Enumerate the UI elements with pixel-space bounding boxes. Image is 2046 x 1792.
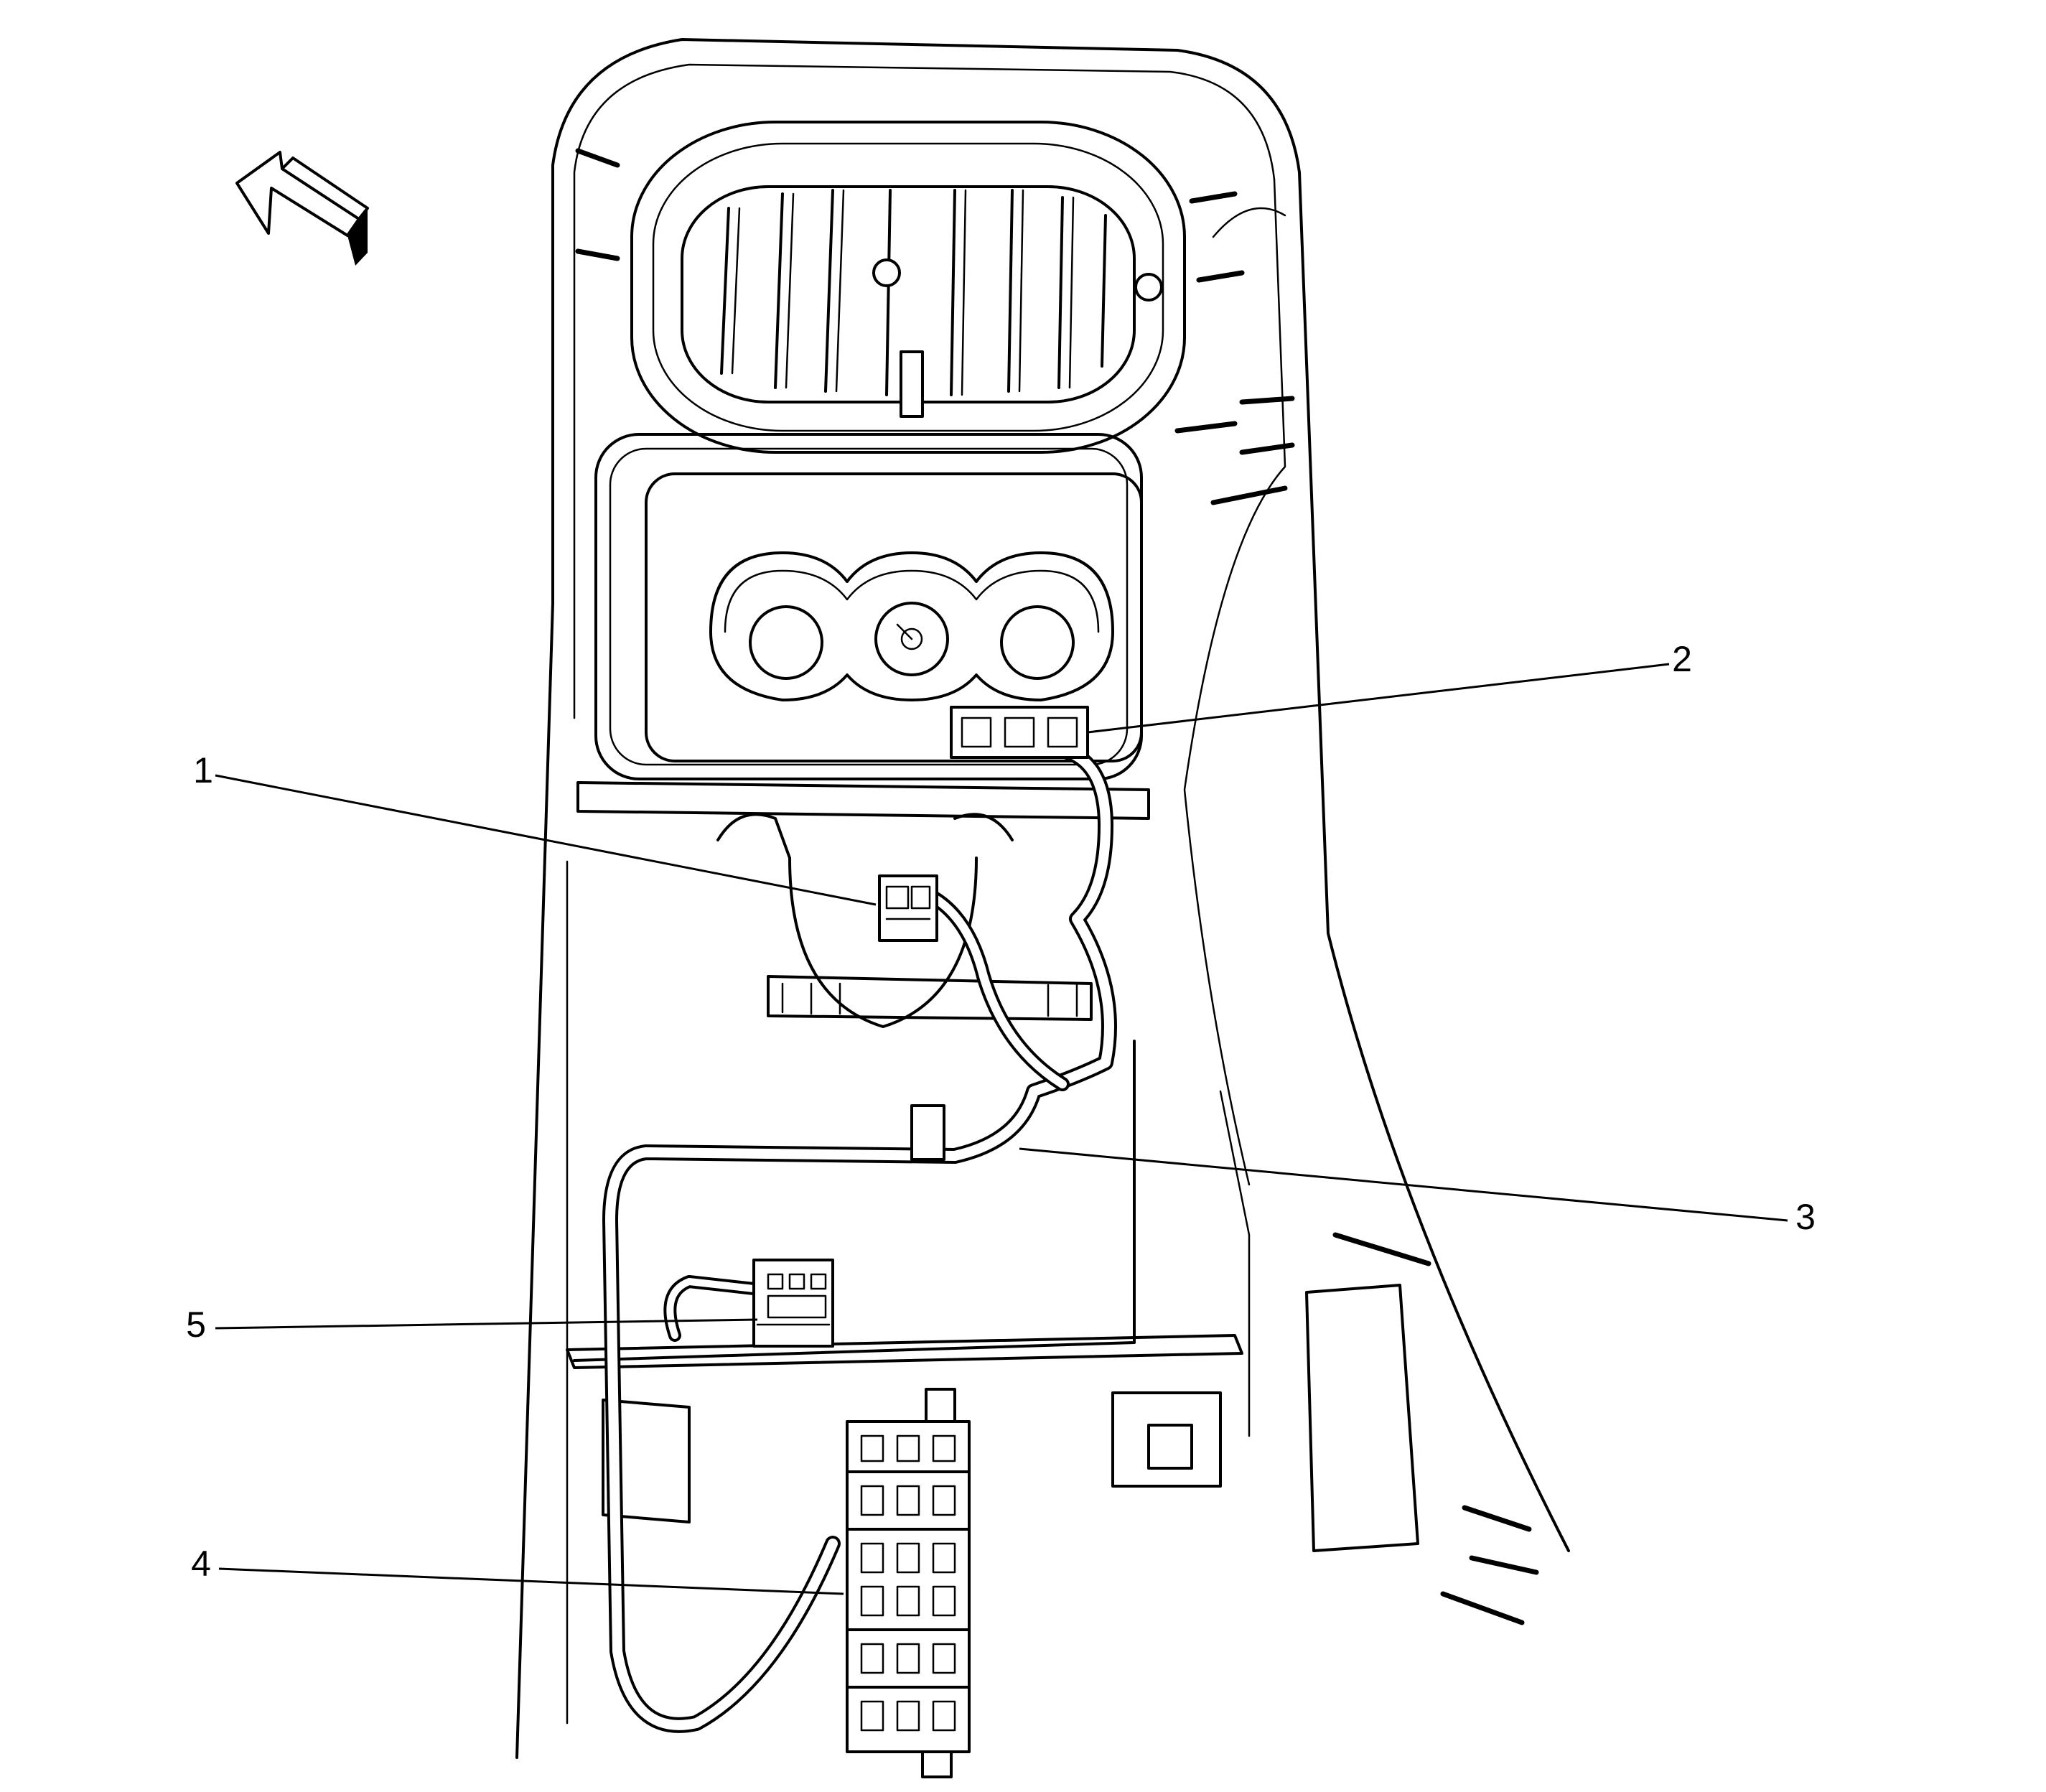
callout-3: 3: [1019, 1147, 1816, 1237]
callout-4: 4: [191, 1544, 844, 1595]
vent-louvers: [720, 189, 1107, 396]
callout-4-label: 4: [191, 1544, 211, 1584]
callout-1-label: 1: [193, 750, 213, 790]
callout-1: 1: [193, 750, 877, 906]
connector-block-4: [846, 1388, 971, 1778]
console-panel: [515, 38, 1570, 1759]
callout-5: 5: [186, 1305, 758, 1345]
callout-3-label: 3: [1795, 1197, 1816, 1237]
callout-2: 2: [1087, 639, 1692, 734]
bezel-ribs: [575, 148, 1295, 505]
connector-2: [950, 706, 1089, 759]
lower-bracket: [566, 781, 1539, 1625]
front-direction-arrow-icon: [235, 151, 369, 266]
connector-5: [752, 1259, 834, 1348]
air-vent: [575, 121, 1295, 505]
callout-2-label: 2: [1672, 639, 1692, 679]
connector-1: [878, 874, 938, 942]
callout-5-label: 5: [186, 1305, 206, 1345]
wiring-harness: [602, 742, 1117, 1733]
